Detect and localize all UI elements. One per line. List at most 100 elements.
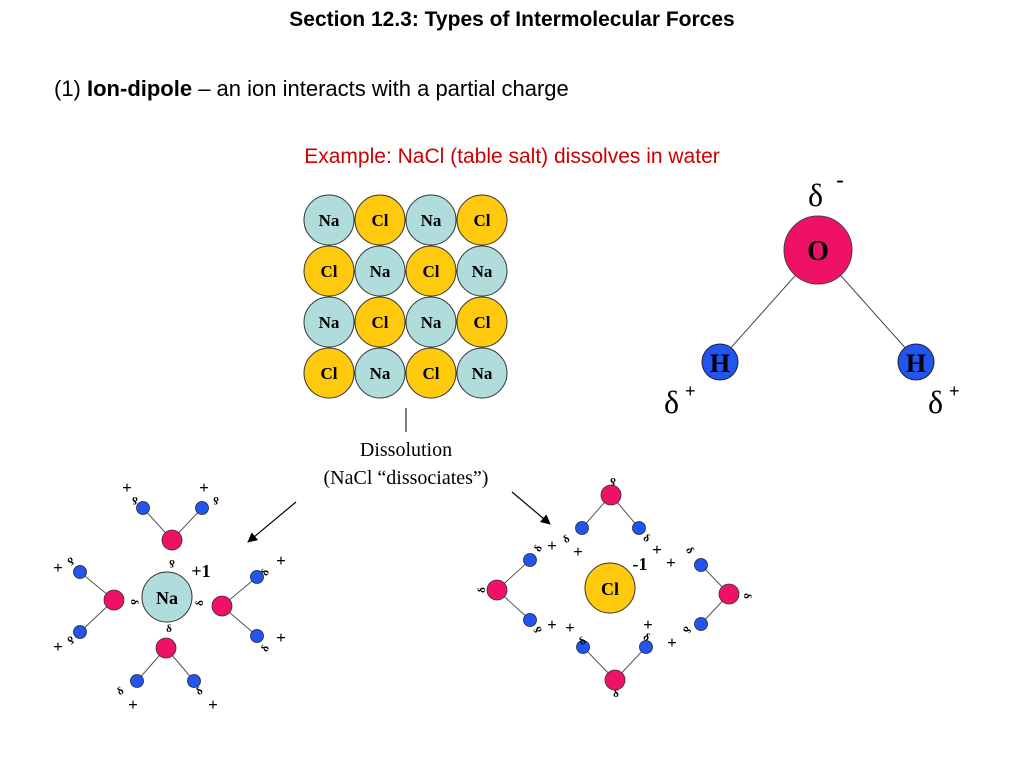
hydrogen-atom-small xyxy=(250,570,264,584)
hydrogen-atom-small xyxy=(576,640,590,654)
partial-plus-sign: + xyxy=(276,628,286,647)
hydrogen-atom-small xyxy=(130,674,144,688)
oxygen-atom-small xyxy=(161,529,183,551)
delta-symbol-small: δ xyxy=(65,554,76,567)
delta-symbol-small: δ xyxy=(561,533,572,546)
delta-symbol-small: δ xyxy=(169,557,175,569)
delta-symbol-small: δ xyxy=(680,624,693,635)
delta-symbol-small: δ xyxy=(115,685,126,698)
oxygen-atom xyxy=(783,215,853,285)
partial-plus-sign: + xyxy=(208,695,218,714)
delta-symbol-small: δ xyxy=(613,688,619,700)
lattice-ion-label: Na xyxy=(370,262,391,281)
lattice-ion-na xyxy=(405,296,457,348)
lattice-ion-label: Cl xyxy=(423,364,440,383)
partial-plus-sign: + xyxy=(573,542,583,561)
lattice-ion-na xyxy=(456,245,508,297)
delta-symbol-h-left: δ xyxy=(664,384,679,420)
lattice-ion-label: Cl xyxy=(474,313,491,332)
hydrogen-atom-small xyxy=(523,553,537,567)
chloride-ion xyxy=(584,562,636,614)
example-caption: Example: NaCl (table salt) dissolves in … xyxy=(304,145,720,168)
water-na-bottom xyxy=(130,637,201,688)
hydrogen-atom-left xyxy=(701,343,739,381)
partial-plus-sign: + xyxy=(565,618,575,637)
lattice-ion-na xyxy=(303,194,355,246)
sodium-ion xyxy=(141,571,193,623)
hydrogen-atom-small xyxy=(632,521,646,535)
subtitle-term: Ion-dipole xyxy=(87,76,193,101)
oxygen-atom-small xyxy=(155,637,177,659)
sodium-ion-charge: +1 xyxy=(191,561,210,581)
lattice-ion-label: Cl xyxy=(321,262,338,281)
hydrogen-atom-small xyxy=(195,501,209,515)
lattice-ion-cl xyxy=(354,194,406,246)
partial-minus-oxygen: - xyxy=(836,167,844,194)
lattice-ion-cl xyxy=(303,347,355,399)
lattice-ion-cl xyxy=(354,296,406,348)
oxygen-atom-small xyxy=(486,579,508,601)
delta-symbol-small: δ xyxy=(683,545,696,556)
lattice-ion-cl xyxy=(303,245,355,297)
delta-symbol-small: δ xyxy=(166,623,172,635)
partial-plus-sign: + xyxy=(666,553,676,572)
delta-symbol-small: δ xyxy=(194,600,206,606)
partial-plus-sign: + xyxy=(199,478,209,497)
arrow-to-na xyxy=(247,501,297,543)
hydrogen-atom-small xyxy=(250,629,264,643)
hydrogen-label-left: H xyxy=(710,349,730,378)
delta-symbol-small: δ xyxy=(641,631,652,644)
hydrogen-atom-small xyxy=(523,613,537,627)
hydrogen-atom-small xyxy=(639,640,653,654)
partial-plus-sign: + xyxy=(276,551,286,570)
lattice-ion-cl xyxy=(405,245,457,297)
lattice-ion-label: Na xyxy=(472,364,493,383)
lattice-ion-cl xyxy=(456,296,508,348)
water-cl-top xyxy=(575,484,646,535)
hydrogen-atom-small xyxy=(694,617,708,631)
delta-symbol-small: δ xyxy=(132,494,138,506)
lattice-ion-label: Na xyxy=(472,262,493,281)
lattice-ion-label: Na xyxy=(421,211,442,230)
lattice-ion-label: Cl xyxy=(372,313,389,332)
hydrogen-atom-small xyxy=(73,625,87,639)
hydrogen-atom-small xyxy=(575,521,589,535)
lattice-ion-na xyxy=(405,194,457,246)
partial-plus-sign: + xyxy=(643,615,653,634)
lattice-ion-na xyxy=(303,296,355,348)
partial-plus-sign: + xyxy=(547,536,557,555)
page-title: Section 12.3: Types of Intermolecular Fo… xyxy=(289,8,735,31)
partial-plus-h-right: + xyxy=(949,381,960,401)
delta-symbol-small: δ xyxy=(641,532,652,545)
hydrogen-atom-small xyxy=(694,558,708,572)
delta-symbol-h-right: δ xyxy=(928,384,943,420)
dissociates-label: (NaCl “dissociates”) xyxy=(324,467,489,489)
partial-plus-sign: + xyxy=(547,615,557,634)
delta-symbol-small: δ xyxy=(128,599,140,605)
chloride-ion-label: Cl xyxy=(601,579,619,599)
oxygen-atom-small xyxy=(211,595,233,617)
oxygen-label: O xyxy=(807,236,829,267)
hydrogen-atom-small xyxy=(187,674,201,688)
lattice-ion-label: Cl xyxy=(372,211,389,230)
subtitle: (1) Ion-dipole – an ion interacts with a… xyxy=(54,76,569,102)
sodium-ion-label: Na xyxy=(156,588,178,608)
oxygen-atom-small xyxy=(718,583,740,605)
lattice-ion-cl xyxy=(456,194,508,246)
lattice-ion-na xyxy=(354,347,406,399)
delta-symbol-small: δ xyxy=(65,633,76,646)
water-molecule: O H H δ - δ + δ + xyxy=(664,167,960,420)
partial-plus-sign: + xyxy=(652,540,662,559)
delta-symbol-small: δ xyxy=(259,643,272,654)
dissolution-label: Dissolution xyxy=(360,439,452,461)
oxygen-atom-small xyxy=(604,669,626,691)
lattice-ion-label: Cl xyxy=(474,211,491,230)
lattice-ion-label: Na xyxy=(421,313,442,332)
water-na-right xyxy=(211,570,264,643)
lattice-ion-label: Cl xyxy=(321,364,338,383)
water-cl-bottom xyxy=(576,640,653,691)
chloride-ion-charge: -1 xyxy=(633,554,648,574)
